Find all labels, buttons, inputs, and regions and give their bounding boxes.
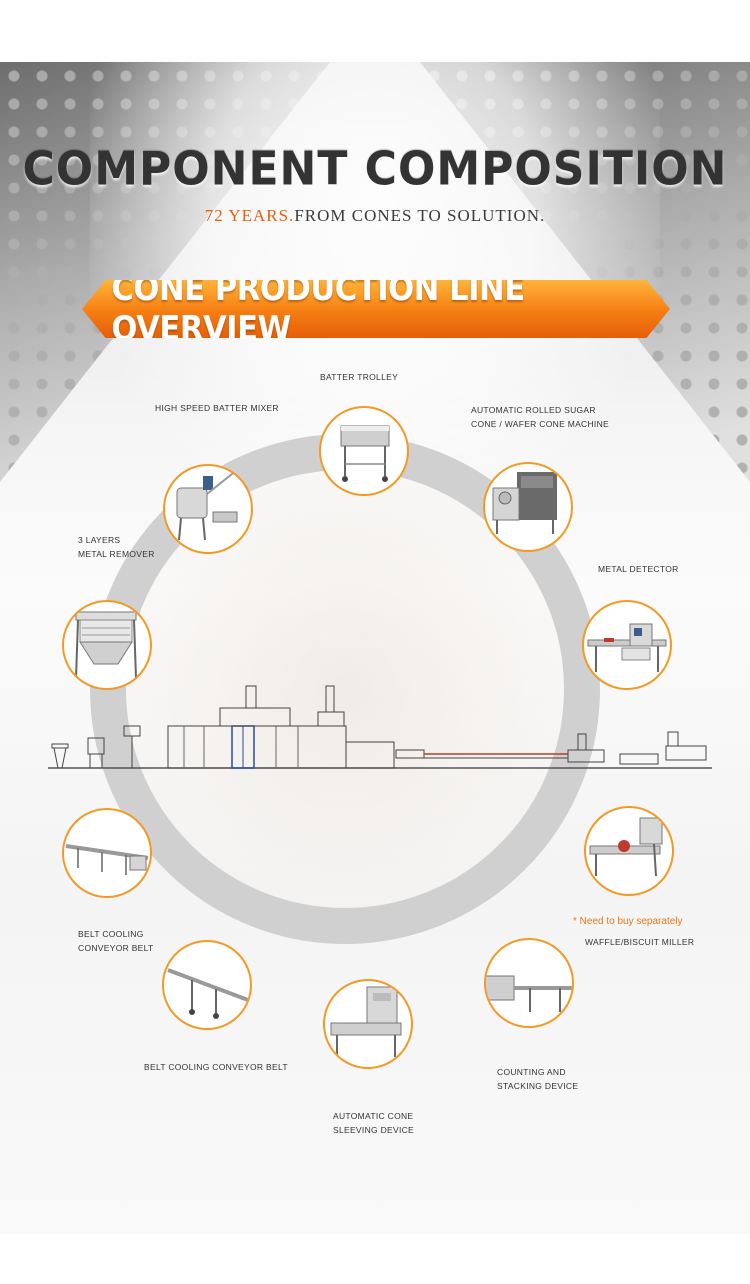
label-metal-detector: METAL DETECTOR [598,564,679,574]
cone-sleeving-icon [330,986,402,1057]
separate-purchase-note: * Need to buy separately [573,916,683,927]
label-batter-trolley: BATTER TROLLEY [320,372,399,382]
belt-cooling-conveyor-icon [65,844,149,875]
overview-banner: CONE PRODUCTION LINE OVERVIEW [82,280,670,338]
node-belt-cooling-conveyor-2 [162,940,252,1030]
subtitle-rest: FROM CONES TO SOLUTION. [294,206,546,225]
label-cone-sleeving-2: SLEEVING DEVICE [333,1125,415,1135]
label-cone-machine-2: CONE / WAFER CONE MACHINE [471,419,609,429]
label-counting-stacking-2: STACKING DEVICE [497,1081,579,1091]
page-title: COMPONENT COMPOSITION [22,142,728,197]
batter-mixer-icon [176,469,238,541]
label-metal-remover-2: METAL REMOVER [78,549,155,559]
batter-trolley-icon [340,425,390,482]
node-metal-remover [62,600,152,690]
subtitle-accent: 72 YEARS. [204,206,295,225]
label-cone-machine-1: AUTOMATIC ROLLED SUGAR [471,405,596,415]
label-belt-cooling-2: CONVEYOR BELT [78,943,154,953]
label-waffle-miller: WAFFLE/BISCUIT MILLER [585,937,695,947]
node-batter-mixer [163,464,253,554]
metal-remover-icon [75,611,137,679]
label-counting-stacking-1: COUNTING AND [497,1067,566,1077]
metal-detector-icon [587,623,667,672]
node-metal-detector [582,600,672,690]
counting-stacking-icon [486,975,572,1012]
node-batter-trolley [319,406,409,496]
node-cone-sleeving [323,979,413,1069]
label-belt-cooling-1: BELT COOLING [78,929,144,939]
label-batter-mixer: HIGH SPEED BATTER MIXER [155,403,279,413]
node-counting-stacking [484,938,574,1028]
node-waffle-miller [584,806,674,896]
label-belt-cooling-2-title: BELT COOLING CONVEYOR BELT [144,1062,288,1072]
production-line-drawing [48,685,712,769]
belt-cooling-conveyor-2-icon [167,968,249,1019]
page-subtitle: 72 YEARS.FROM CONES TO SOLUTION. [0,206,750,226]
waffle-miller-icon [589,817,663,877]
label-metal-remover-1: 3 LAYERS [78,535,121,545]
infographic-canvas: COMPONENT COMPOSITION 72 YEARS.FROM CONE… [0,62,750,1234]
node-cone-machine [483,462,573,552]
cone-machine-icon [492,472,557,534]
node-belt-cooling-conveyor [62,808,152,898]
label-cone-sleeving-1: AUTOMATIC CONE [333,1111,414,1121]
banner-label: CONE PRODUCTION LINE OVERVIEW [111,269,525,349]
